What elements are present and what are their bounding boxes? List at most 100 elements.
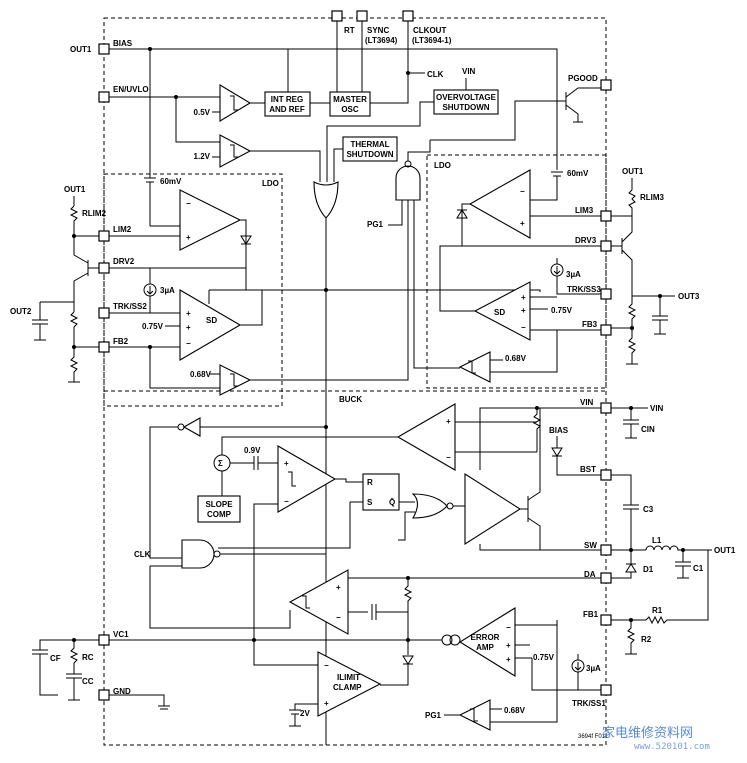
int-reg-text-2: AND REF (269, 105, 305, 114)
clkout-pin (402, 10, 414, 22)
error-amp-text-2: AMP (476, 643, 494, 652)
clk-and-gate (181, 539, 215, 569)
out1-buck-label: OUT1 (714, 546, 736, 555)
trk-ss2-pin (98, 307, 110, 319)
overvoltage-block (433, 89, 499, 115)
pgood-pin (600, 79, 612, 91)
out3-cap (652, 296, 668, 335)
slope-text-1: SLOPE (205, 500, 233, 509)
buck-title: BUCK (339, 395, 362, 404)
pg1-and-gate (395, 165, 421, 201)
trk-ss3-pin (600, 288, 612, 300)
c3-cap (623, 504, 639, 550)
rlim3-resistor (611, 189, 636, 217)
svg-text:+: + (186, 309, 191, 318)
cf-label: CF (50, 654, 61, 663)
rlim2-resistor (69, 205, 99, 237)
ov-text-1: OVERVOLTAGE (436, 93, 497, 102)
vc1-label: VC1 (113, 630, 129, 639)
svg-text:−: − (446, 453, 451, 462)
ss1-current-label: 3µA (586, 664, 601, 673)
ldo3-title: LDO (434, 161, 451, 170)
sense-resistor (532, 408, 542, 452)
uvlo-comparator (219, 84, 252, 122)
svg-text:−: − (186, 339, 191, 348)
latch-r: R (367, 478, 373, 487)
trk-ss3-label: TRK/SS3 (567, 285, 601, 294)
cc-cap (66, 673, 82, 701)
thermal-text-1: THERMAL (350, 140, 389, 149)
trk-ss2-label: TRK/SS2 (113, 302, 147, 311)
pwm-comparator (277, 445, 337, 513)
current-sense-amp (396, 403, 456, 471)
fb2-divider-bot (68, 347, 80, 383)
latch-s: S (367, 498, 373, 507)
out3-label: OUT3 (678, 292, 700, 301)
osc-text-2: OSC (341, 105, 359, 114)
fb2-pin (98, 341, 110, 353)
cin-cap (623, 408, 639, 439)
int-reg-text-1: INT REG (271, 95, 303, 104)
slope-text-2: COMP (207, 510, 232, 519)
slope-comp-block (197, 495, 241, 523)
power-driver (464, 472, 522, 546)
sw-label: SW (584, 541, 597, 550)
rc-resistor (69, 640, 79, 674)
v1-2-ref: 1.2V (194, 152, 211, 161)
pg1-comparator (458, 699, 491, 731)
ilimit-text-1: ILIMIT (337, 673, 360, 682)
pg-comparator-1v2 (219, 134, 252, 168)
vin-pin (600, 402, 612, 414)
v0-9-label: 0.9V (244, 446, 261, 455)
lim2-pin (98, 230, 110, 242)
bias-diode (551, 436, 601, 476)
drive-or-gate (411, 493, 448, 519)
rc-label: RC (82, 653, 94, 662)
error-amp (458, 607, 516, 677)
cf-cap (32, 649, 58, 696)
v0-68-buck: 0.68V (504, 706, 526, 715)
svg-text:+: + (506, 655, 511, 664)
rlim2-label: RLIM2 (82, 209, 107, 218)
svg-text:−: − (186, 199, 191, 208)
d1-diode (611, 550, 637, 579)
svg-text:−: − (520, 187, 525, 196)
out2-cap (32, 302, 48, 341)
en-uvlo-pin (98, 91, 110, 103)
out1-pin-label: OUT1 (70, 45, 92, 54)
ilimit-text-2: CLAMP (333, 683, 362, 692)
drv3-pin (600, 240, 612, 252)
v0-75-ldo3: 0.75V (551, 306, 573, 315)
pgood-label: PGOOD (568, 74, 598, 83)
sync-note: (LT3694) (365, 36, 398, 45)
error-amp-text-1: ERROR (471, 633, 500, 642)
clkout-label: CLKOUT (413, 26, 446, 35)
r1-label: R1 (652, 606, 663, 615)
rlim3-label: RLIM3 (640, 193, 665, 202)
vin-right-label: VIN (650, 404, 664, 413)
bias-pin (98, 43, 110, 55)
ic-outline (103, 17, 607, 746)
trk-ss1-label: TRK/SS1 (572, 699, 606, 708)
svg-text:+: + (324, 699, 329, 708)
c3-label: C3 (643, 505, 654, 514)
r2-label: R2 (641, 635, 652, 644)
svg-text:−: − (506, 623, 511, 632)
c1-label: C1 (693, 564, 704, 573)
ldo2-title: LDO (262, 179, 279, 188)
svg-text:Σ: Σ (218, 459, 223, 468)
vc1-pin (98, 634, 110, 646)
out2-transistor (73, 236, 99, 302)
thermal-text-2: SHUTDOWN (346, 150, 393, 159)
figure-ref: 3694f F01 (578, 734, 606, 740)
c1-cap (675, 550, 691, 579)
svg-text:+: + (284, 459, 289, 468)
svg-text:−: − (284, 497, 289, 506)
bias-label: BIAS (113, 39, 133, 48)
sync-pin (356, 10, 368, 22)
da-sense-resistor (403, 578, 413, 620)
sw-pin (600, 544, 612, 556)
out2-label: OUT2 (10, 307, 32, 316)
v2-source (289, 709, 301, 727)
